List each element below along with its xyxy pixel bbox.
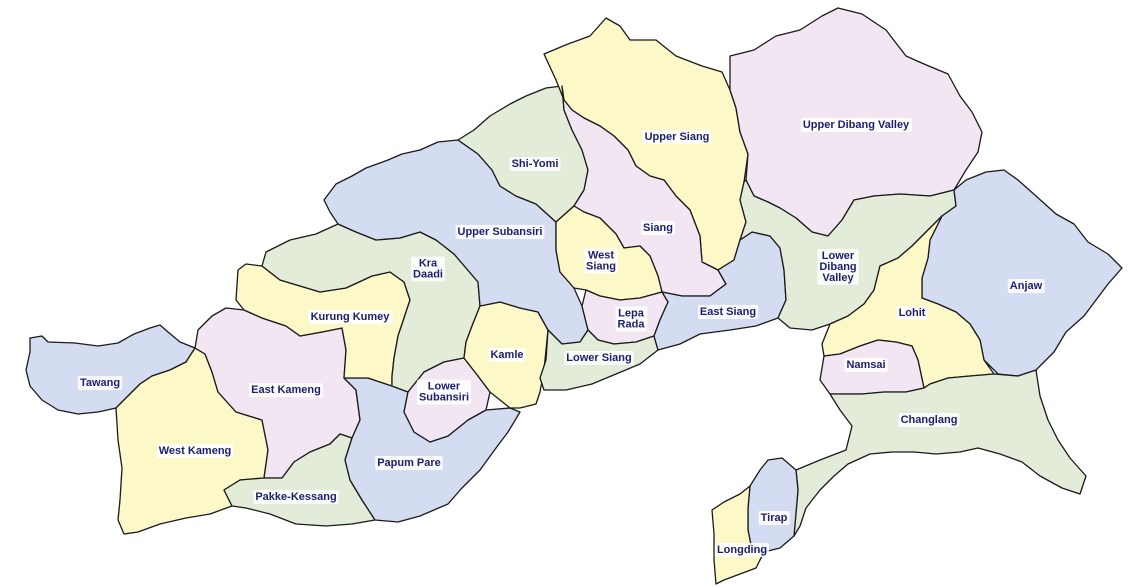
label-upper-dibang-valley: Upper Dibang Valley — [800, 118, 913, 132]
label-upper-siang: Upper Siang — [642, 130, 712, 144]
label-kamle: Kamle — [488, 348, 526, 362]
label-kurung-kumey: Kurung Kumey — [308, 310, 393, 324]
label-siang: Siang — [641, 221, 675, 235]
label-lower-siang: Lower Siang — [564, 351, 634, 365]
svg-text:Kamle: Kamle — [490, 349, 523, 361]
label-upper-subansiri: Upper Subansiri — [455, 225, 545, 239]
svg-text:Upper Subansiri: Upper Subansiri — [458, 226, 543, 238]
label-anjaw: Anjaw — [1007, 279, 1045, 293]
label-east-kameng: East Kameng — [249, 383, 323, 397]
svg-text:Siang: Siang — [643, 222, 673, 234]
label-east-siang: East Siang — [697, 305, 759, 319]
label-shi-yomi: Shi-Yomi — [509, 157, 561, 171]
label-west-kameng: West Kameng — [156, 444, 234, 458]
label-longding: Longding — [714, 543, 770, 557]
svg-text:Changlang: Changlang — [901, 414, 958, 426]
district-tirap[interactable] — [747, 457, 799, 553]
label-changlang: Changlang — [898, 413, 960, 427]
label-lohit: Lohit — [896, 306, 928, 320]
label-papum-pare: Papum Pare — [375, 456, 443, 470]
label-namsai: Namsai — [844, 358, 888, 372]
svg-text:Tawang: Tawang — [80, 377, 120, 389]
svg-text:West Kameng: West Kameng — [159, 445, 232, 457]
svg-text:Longding: Longding — [717, 544, 767, 556]
svg-text:Kurung Kumey: Kurung Kumey — [311, 311, 391, 323]
label-tirap: Tirap — [758, 511, 790, 525]
svg-text:Upper Dibang Valley: Upper Dibang Valley — [803, 119, 910, 131]
svg-text:Shi-Yomi: Shi-Yomi — [512, 158, 559, 170]
district-changlang[interactable] — [793, 369, 1087, 537]
svg-text:Namsai: Namsai — [846, 359, 885, 371]
label-pakke-kessang: Pakke-Kessang — [253, 490, 339, 504]
svg-text:Lower Siang: Lower Siang — [566, 352, 631, 364]
svg-text:Pakke-Kessang: Pakke-Kessang — [255, 491, 336, 503]
svg-text:Tirap: Tirap — [761, 512, 788, 524]
svg-text:East Siang: East Siang — [700, 306, 756, 318]
svg-text:Papum Pare: Papum Pare — [377, 457, 441, 469]
svg-text:Lohit: Lohit — [899, 307, 926, 319]
svg-text:Upper Siang: Upper Siang — [645, 131, 710, 143]
label-tawang: Tawang — [77, 376, 123, 390]
svg-text:Anjaw: Anjaw — [1010, 280, 1043, 292]
svg-text:East Kameng: East Kameng — [251, 384, 321, 396]
